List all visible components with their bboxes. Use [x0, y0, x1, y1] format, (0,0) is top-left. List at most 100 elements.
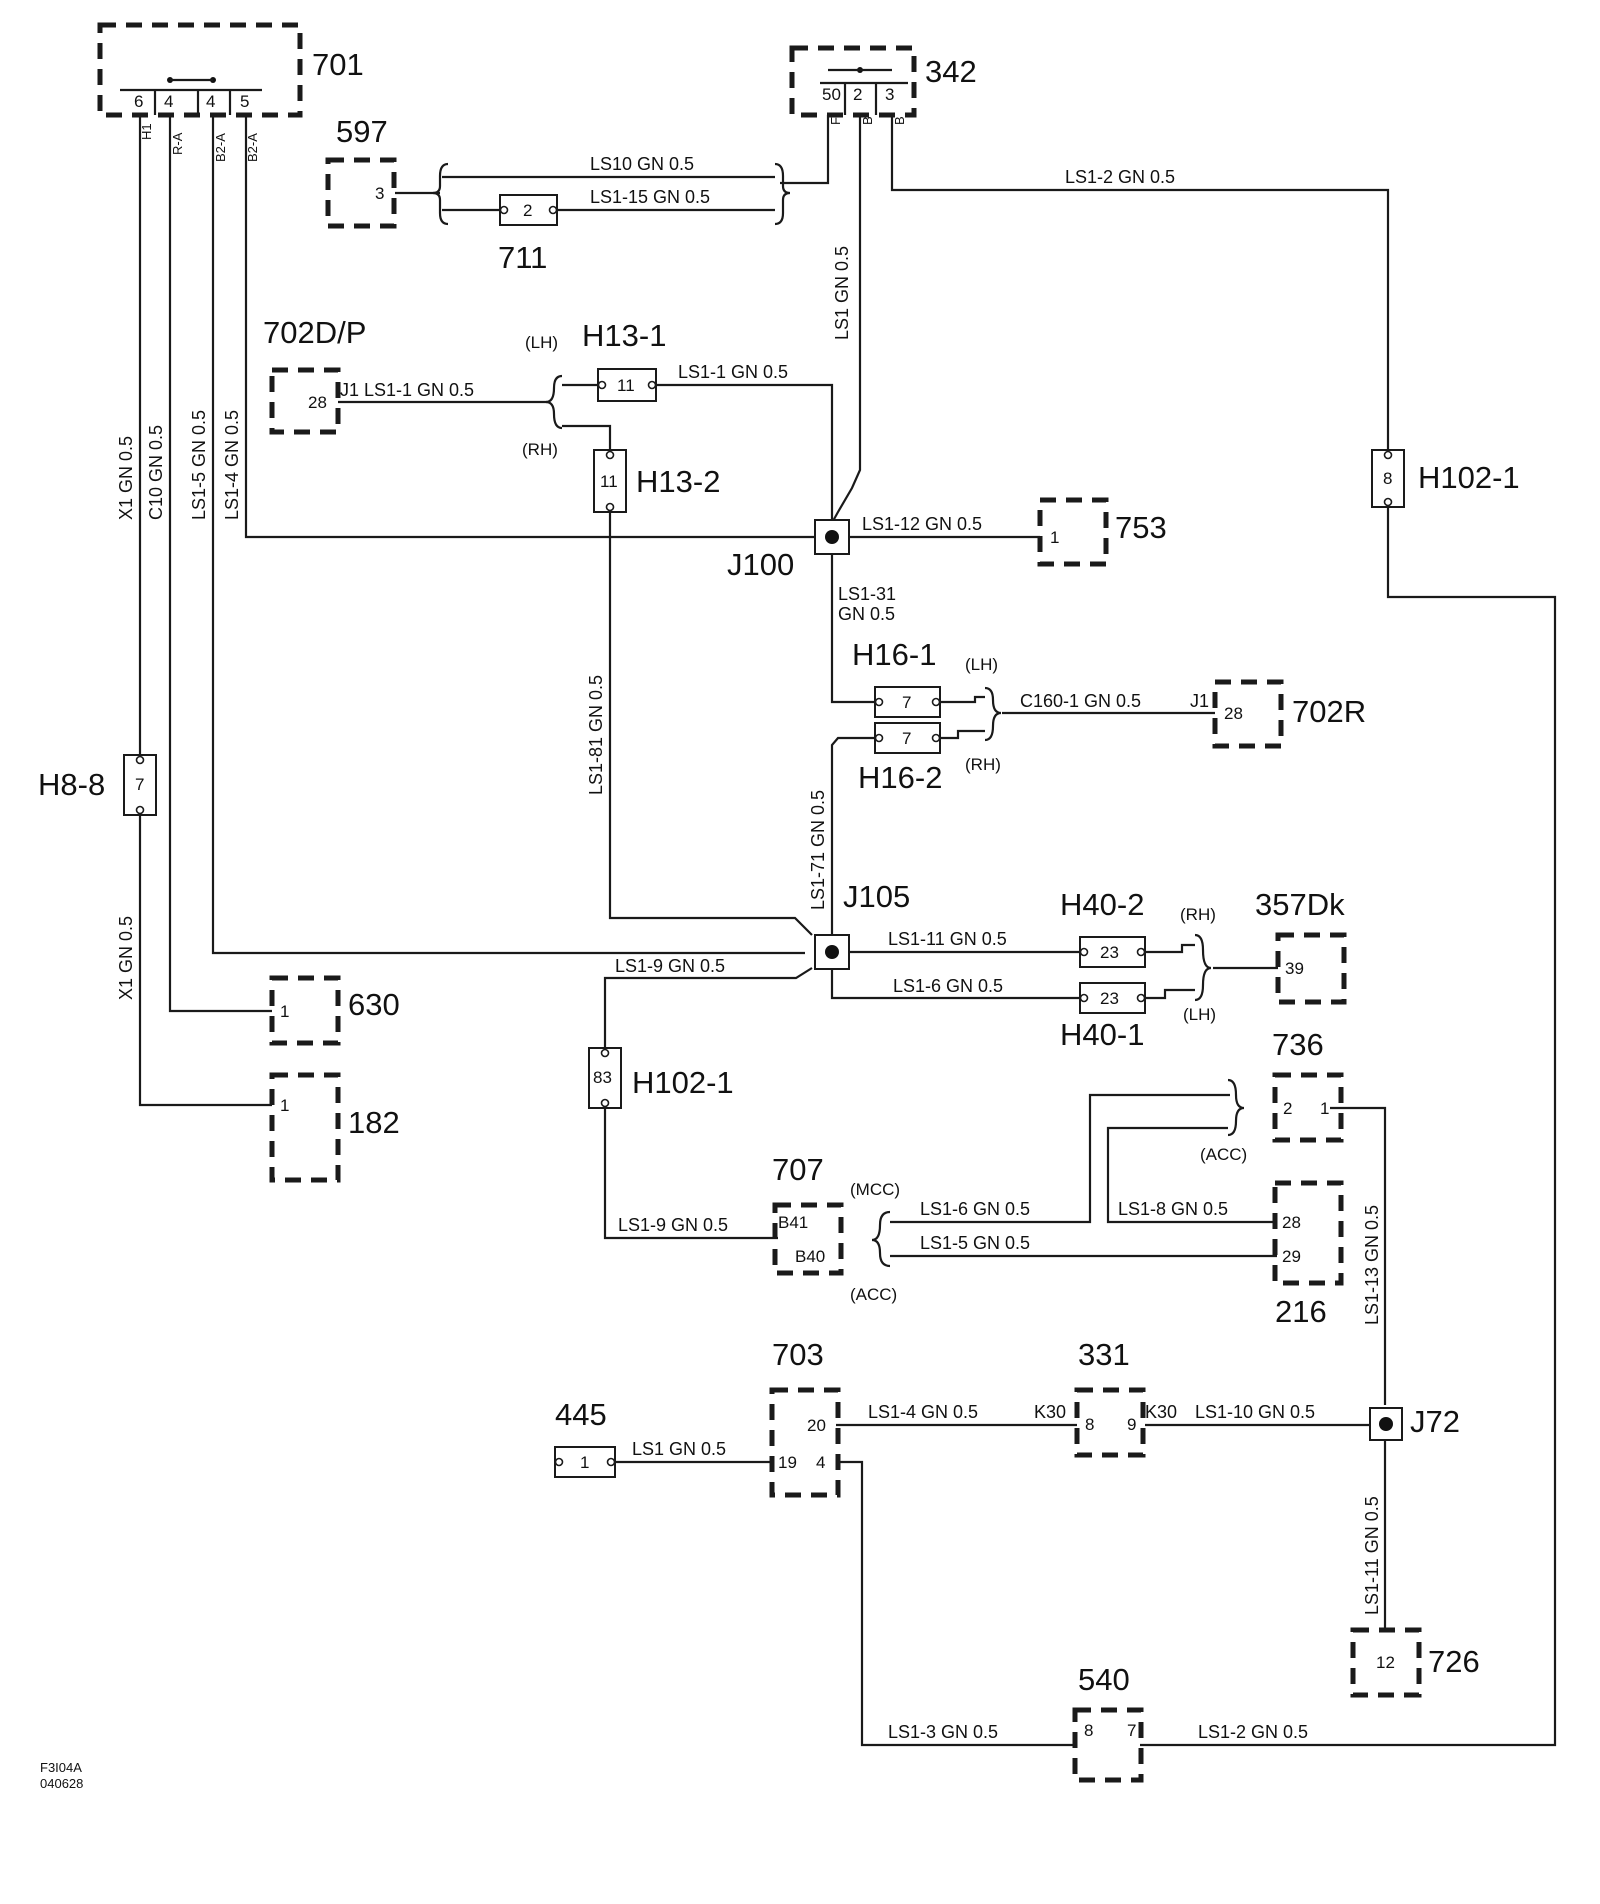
pin-540-7: 7: [1127, 1721, 1136, 1740]
wire-ls1-4: [244, 115, 822, 539]
connector-h102-1-mid: [588, 1047, 622, 1109]
wire-label-c160-1: C160-1 GN 0.5: [1020, 691, 1141, 711]
wire-x1-bottom: [138, 815, 272, 1107]
label-726: 726: [1428, 1644, 1480, 1679]
junctions: [120, 67, 1403, 1441]
wire-label-ls1-vertical: LS1 GN 0.5: [832, 246, 852, 340]
pin-445: 1: [580, 1453, 589, 1472]
label-331: 331: [1078, 1337, 1130, 1372]
wire-label-ls1-11-v: LS1-11 GN 0.5: [1362, 1496, 1382, 1615]
label-703: 703: [772, 1337, 824, 1372]
component-540: [1072, 1707, 1144, 1783]
wire-label-ls1-71: LS1-71 GN 0.5: [808, 790, 828, 910]
label-216: 216: [1275, 1294, 1327, 1329]
wire-label-ls1-11-h: LS1-11 GN 0.5: [888, 929, 1007, 949]
wire-h16-2-out: [940, 729, 985, 740]
pin-342-50: 50: [822, 85, 841, 104]
pin-h40-1: 23: [1100, 989, 1119, 1008]
footer: F3I04A 040628: [40, 1760, 83, 1791]
wire-label-ls1-9-bottom: LS1-9 GN 0.5: [618, 1215, 728, 1235]
wire-label-ls1-5-v: LS1-5 GN 0.5: [189, 410, 209, 520]
wire-label-ls10: LS10 GN 0.5: [590, 154, 694, 174]
brace-h40: [1194, 933, 1212, 1002]
drawing-date: 040628: [40, 1776, 83, 1791]
wire-ls1-13: [1330, 1106, 1387, 1405]
component-357dk: [1275, 932, 1347, 1005]
wire-label-ls1-13: LS1-13 GN 0.5: [1362, 1205, 1382, 1325]
component-753: [1037, 497, 1109, 567]
wire-ls1-5: [211, 115, 805, 955]
pin-182: 1: [280, 1096, 289, 1115]
label-342: 342: [925, 54, 977, 89]
wire-label-ls1-445: LS1 GN 0.5: [632, 1439, 726, 1459]
wire-ls1-6-707: [890, 1093, 1230, 1224]
pinname-h1: H1: [139, 123, 154, 140]
connector-h40-2: [1079, 936, 1146, 968]
wire-label-ls1-9-top: LS1-9 GN 0.5: [615, 956, 725, 976]
brace-h13: [545, 374, 563, 430]
pin-736-1: 1: [1320, 1099, 1329, 1118]
pin-h102-top: 8: [1383, 469, 1392, 488]
variant-rh-h13: (RH): [522, 440, 558, 459]
label-182: 182: [348, 1105, 400, 1140]
pin-331-8: 8: [1085, 1415, 1094, 1434]
connector-h8-8: [123, 754, 157, 816]
label-736: 736: [1272, 1027, 1324, 1062]
pin-701-4a: 4: [164, 92, 173, 111]
wire-label-ls1-81: LS1-81 GN 0.5: [586, 675, 606, 795]
wire-ls1-81: [608, 512, 813, 936]
label-711: 711: [498, 240, 547, 275]
wire-ls1-2-top: [890, 115, 1390, 450]
component-331: [1074, 1387, 1146, 1458]
pin-702r: 28: [1224, 704, 1243, 723]
wire-ls1-9-top: [603, 967, 813, 1048]
connector-h13-2: [593, 449, 627, 513]
label-445: 445: [555, 1397, 607, 1432]
pinname-ra: R-A: [170, 132, 185, 155]
wire-label-ls1-6-707: LS1-6 GN 0.5: [920, 1199, 1030, 1219]
pinname-b1: B: [860, 116, 875, 125]
label-630: 630: [348, 987, 400, 1022]
wire-h40-1-out: [1145, 988, 1195, 1000]
component-736: [1272, 1072, 1344, 1143]
wire-c10: [168, 115, 272, 1013]
wire-ls1-3: [836, 1460, 1075, 1747]
wire-ls1-9-bottom: [603, 1108, 778, 1240]
pin-h13-1: 11: [617, 376, 635, 395]
wire-h40-2-out: [1145, 943, 1195, 954]
pin-names: H1 R-A B2-A B2-A F B B: [139, 116, 907, 162]
variant-lh-h13: (LH): [525, 333, 558, 352]
wire-label-ls1-4-h: LS1-4 GN 0.5: [868, 1402, 978, 1422]
pinname-f: F: [828, 117, 843, 125]
wire-label-k30-a: K30: [1034, 1402, 1066, 1422]
pin-h102-mid: 83: [593, 1068, 612, 1087]
wire-label-ls1-6-h: LS1-6 GN 0.5: [893, 976, 1003, 996]
wire-label-j1-ls1-1: J1 LS1-1 GN 0.5: [340, 380, 474, 400]
pin-597: 3: [375, 184, 384, 203]
pin-711: 2: [523, 201, 532, 220]
wire-label-x1-bottom: X1 GN 0.5: [116, 916, 136, 1000]
label-h8-8: H8-8: [38, 767, 105, 802]
component-630: [269, 975, 341, 1046]
wire-ls1-8: [1106, 1126, 1277, 1224]
components: [97, 22, 1422, 1783]
component-702r: [1212, 679, 1284, 749]
label-597: 597: [336, 114, 388, 149]
connectors: [123, 194, 1405, 1478]
label-h13-2: H13-2: [636, 464, 720, 499]
component-labels: 701 342 597 711 702D/P H13-1 H13-2 J100 …: [38, 47, 1520, 1697]
label-j105: J105: [843, 879, 910, 914]
wire-labels: LS10 GN 0.5 LS1-15 GN 0.5 LS1-2 GN 0.5 L…: [116, 154, 1382, 1742]
wire-h16-1-out: [940, 695, 985, 704]
component-702dp: [269, 367, 341, 435]
variant-mcc: (MCC): [850, 1180, 900, 1199]
pin-707-b40: B40: [795, 1247, 825, 1266]
variant-rh-h16: (RH): [965, 755, 1001, 774]
wire-342-50: [780, 115, 830, 185]
brace-342: [774, 162, 791, 226]
wire-label-ls1-12: LS1-12 GN 0.5: [862, 514, 982, 534]
wire-label-ls1-4-v: LS1-4 GN 0.5: [222, 410, 242, 520]
pin-753: 1: [1050, 528, 1059, 547]
wire-label-x1-top: X1 GN 0.5: [116, 436, 136, 520]
